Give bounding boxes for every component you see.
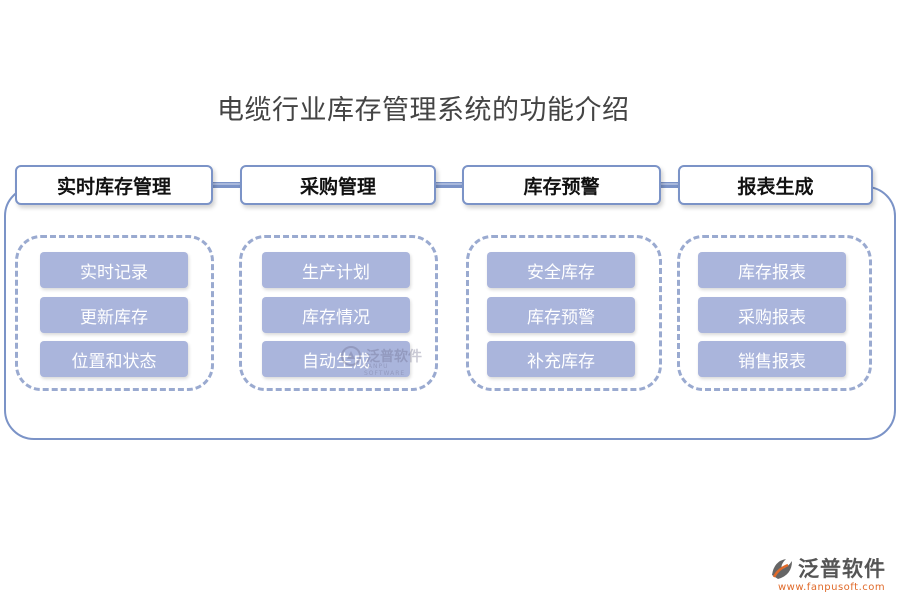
item-sales-report: 销售报表 <box>698 341 846 377</box>
item-stock-alert: 库存预警 <box>487 297 635 333</box>
watermark: 泛普软件 FANPU SOFTWARE <box>340 345 422 377</box>
header-realtime-inventory: 实时库存管理 <box>15 165 213 205</box>
header-report-generation: 报表生成 <box>678 165 873 205</box>
item-replenish-stock: 补充库存 <box>487 341 635 377</box>
item-inventory-report: 库存报表 <box>698 252 846 288</box>
page-title: 电缆行业库存管理系统的功能介绍 <box>217 95 630 126</box>
item-auto-generate: 自动生成 <box>262 341 410 377</box>
watermark-subtext: FANPU SOFTWARE <box>364 363 406 377</box>
fanpu-watermark-icon <box>341 346 361 366</box>
connector-1 <box>212 182 242 186</box>
header-procurement: 采购管理 <box>240 165 436 205</box>
item-purchase-report: 采购报表 <box>698 297 846 333</box>
group-procurement: 生产计划 库存情况 自动生成 <box>239 235 438 391</box>
logo-name: 泛普软件 <box>798 557 886 581</box>
item-inventory-status: 库存情况 <box>262 297 410 333</box>
connector-2 <box>434 182 464 186</box>
header-inventory-alert: 库存预警 <box>462 165 661 205</box>
item-safety-stock: 安全库存 <box>487 252 635 288</box>
logo-url: www.fanpusoft.com <box>778 582 886 593</box>
item-location-status: 位置和状态 <box>40 341 188 377</box>
group-report-generation: 库存报表 采购报表 销售报表 <box>677 235 872 391</box>
connector-3 <box>660 182 680 186</box>
group-inventory-alert: 安全库存 库存预警 补充库存 <box>466 235 662 391</box>
fanpu-logo-icon <box>772 559 792 579</box>
item-realtime-record: 实时记录 <box>40 252 188 288</box>
group-realtime-inventory: 实时记录 更新库存 位置和状态 <box>15 235 214 391</box>
item-update-inventory: 更新库存 <box>40 297 188 333</box>
item-production-plan: 生产计划 <box>262 252 410 288</box>
watermark-text: 泛普软件 <box>366 349 422 365</box>
brand-logo: 泛普软件 www.fanpusoft.com <box>768 553 893 595</box>
